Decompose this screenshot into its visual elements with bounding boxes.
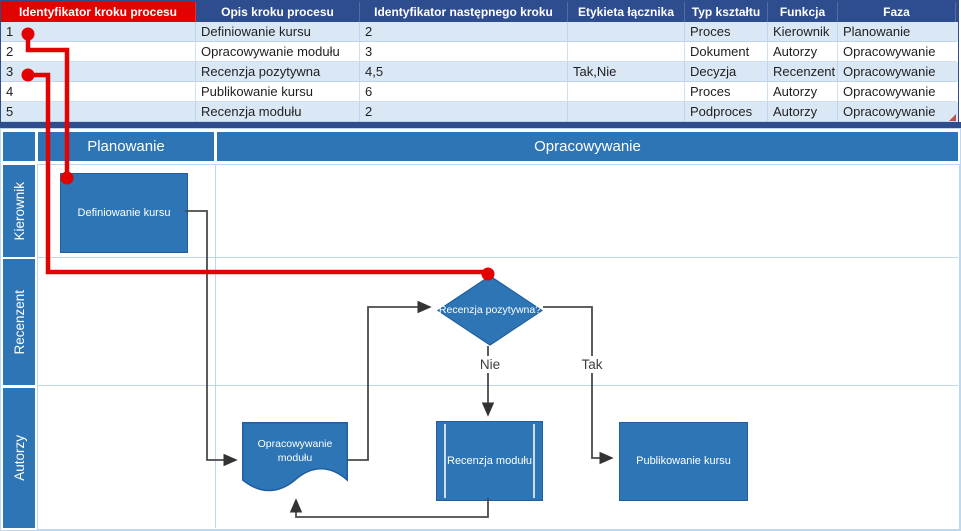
shape-process-definiowanie-kursu[interactable]: Definiowanie kursu: [60, 173, 188, 253]
table-header-cell[interactable]: Etykieta łącznika: [568, 2, 685, 22]
table-header-cell[interactable]: Funkcja: [768, 2, 838, 22]
phase-header-opracowywanie[interactable]: Opracowywanie: [217, 132, 958, 161]
lane-label: Recenzent: [11, 289, 27, 355]
table-cell[interactable]: 1: [1, 22, 196, 42]
shape-label: Publikowanie kursu: [636, 455, 731, 468]
subprocess-side-bar: [533, 424, 535, 498]
phase-label: Opracowywanie: [534, 138, 641, 155]
lane-label: Kierownik: [11, 181, 27, 241]
table-cell[interactable]: Dokument: [685, 42, 768, 62]
table-cell[interactable]: Autorzy: [768, 42, 838, 62]
shape-decision-recenzja-pozytywna[interactable]: Recenzja pozytywna?: [436, 275, 544, 346]
swimlane-corner-cell: [3, 132, 35, 161]
table-cell[interactable]: Recenzent: [768, 62, 838, 82]
table-cell[interactable]: Opracowywanie: [838, 102, 956, 122]
table-header-cell[interactable]: Typ kształtu: [685, 2, 768, 22]
table-cell[interactable]: 3: [1, 62, 196, 82]
shape-label: Definiowanie kursu: [77, 206, 171, 219]
table-cell[interactable]: [568, 22, 685, 42]
table-cell[interactable]: 6: [360, 82, 568, 102]
table-cell[interactable]: 5: [1, 102, 196, 122]
table-resize-handle[interactable]: [949, 114, 956, 121]
table-cell[interactable]: Proces: [685, 22, 768, 42]
table-cell[interactable]: Kierownik: [768, 22, 838, 42]
table-cell[interactable]: Podproces: [685, 102, 768, 122]
table-cell[interactable]: Opracowywanie: [838, 42, 956, 62]
table-header-cell[interactable]: Identyfikator następnego kroku: [360, 2, 568, 22]
connector-label-tak: Tak: [575, 356, 609, 373]
table-cell[interactable]: Autorzy: [768, 82, 838, 102]
table-cell[interactable]: 3: [360, 42, 568, 62]
lane-content-area: [37, 164, 960, 530]
table-cell[interactable]: [568, 42, 685, 62]
table-cell[interactable]: 4,5: [360, 62, 568, 82]
lane-header-kierownik[interactable]: Kierownik: [3, 165, 35, 257]
table-cell[interactable]: Proces: [685, 82, 768, 102]
lane-header-recenzent[interactable]: Recenzent: [3, 259, 35, 385]
table-cell[interactable]: 2: [360, 22, 568, 42]
lane-divider: [37, 385, 958, 386]
decision-diamond-outline: [436, 275, 544, 346]
table-header-cell[interactable]: Identyfikator kroku procesu: [1, 2, 196, 22]
lane-label: Autorzy: [11, 435, 27, 481]
phase-header-planowanie[interactable]: Planowanie: [38, 132, 214, 161]
table-cell[interactable]: [568, 82, 685, 102]
table-cell[interactable]: 2: [1, 42, 196, 62]
shape-process-publikowanie-kursu[interactable]: Publikowanie kursu: [619, 422, 748, 501]
shape-subprocess-recenzja-modulu[interactable]: Recenzja modułu: [436, 421, 543, 501]
subprocess-side-bar: [444, 424, 446, 498]
phase-label: Planowanie: [87, 138, 165, 155]
phase-divider: [215, 164, 216, 528]
table-cell[interactable]: Planowanie: [838, 22, 956, 42]
swimlane-diagram: Planowanie Opracowywanie Kierownik Recen…: [0, 128, 961, 531]
shape-document-opracowywanie-modulu[interactable]: Opracowywanie modułu: [242, 422, 348, 500]
table-cell[interactable]: Publikowanie kursu: [196, 82, 360, 102]
connector-label-nie: Nie: [473, 356, 507, 373]
table-cell[interactable]: 4: [1, 82, 196, 102]
table-cell[interactable]: 2: [360, 102, 568, 122]
lane-header-autorzy[interactable]: Autorzy: [3, 388, 35, 528]
table-cell[interactable]: Definiowanie kursu: [196, 22, 360, 42]
shape-label: Recenzja modułu: [447, 454, 532, 467]
table-cell[interactable]: Opracowywanie modułu: [196, 42, 360, 62]
table-header-cell[interactable]: Opis kroku procesu: [196, 2, 360, 22]
table-header-cell[interactable]: Faza: [838, 2, 956, 22]
table-cell[interactable]: Tak,Nie: [568, 62, 685, 82]
table-cell[interactable]: [568, 102, 685, 122]
table-cell[interactable]: Opracowywanie: [838, 62, 956, 82]
document-shape-outline: [242, 422, 348, 492]
table-cell[interactable]: Recenzja modułu: [196, 102, 360, 122]
table-cell[interactable]: Autorzy: [768, 102, 838, 122]
table-cell[interactable]: Decyzja: [685, 62, 768, 82]
lane-divider: [37, 257, 958, 258]
table-cell[interactable]: Opracowywanie: [838, 82, 956, 102]
table-cell[interactable]: Recenzja pozytywna: [196, 62, 360, 82]
